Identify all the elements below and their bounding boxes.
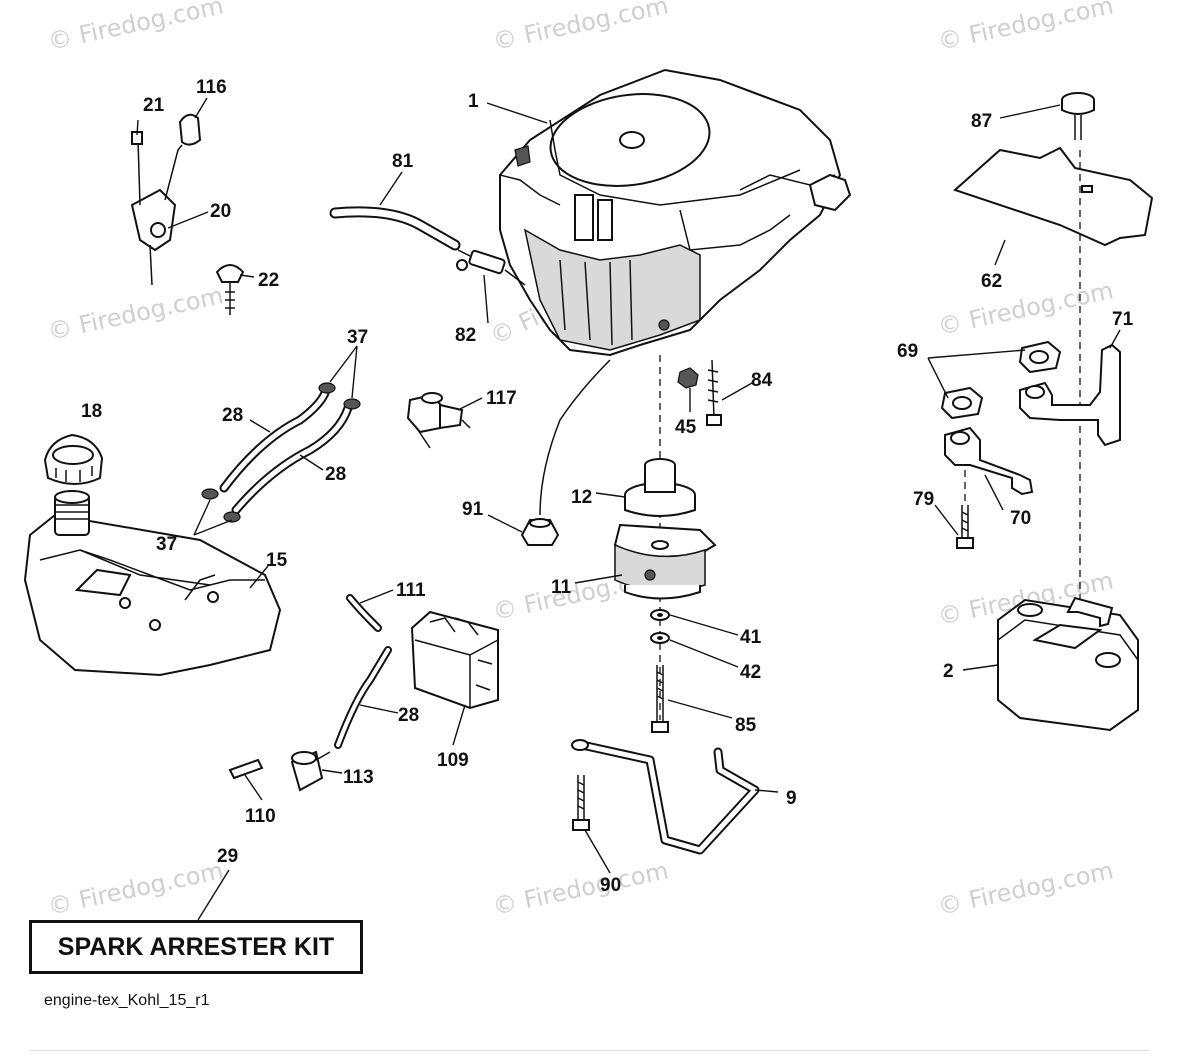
watermark: © Firedog.com — [490, 0, 670, 56]
callout-21: 21 — [143, 95, 165, 116]
callout-84: 84 — [751, 370, 773, 391]
callout-62: 62 — [981, 271, 1002, 292]
watermark: © Firedog.com — [45, 281, 225, 346]
callout-2: 2 — [943, 661, 954, 682]
callout-79: 79 — [913, 489, 934, 510]
bolt-90 — [572, 775, 590, 831]
callout-117: 117 — [486, 388, 517, 409]
callout-82: 82 — [455, 325, 476, 346]
watermark: © Firedog.com — [935, 276, 1115, 341]
callout-22: 22 — [258, 270, 279, 291]
spark-arrester-kit-box: SPARK ARRESTER KIT — [29, 920, 363, 974]
fuel-hoses-28 — [219, 388, 353, 515]
washer-41 — [650, 609, 670, 621]
callout-41: 41 — [740, 627, 762, 648]
bracket-9 — [571, 739, 760, 855]
callout-90: 90 — [600, 875, 621, 896]
callout-28-lower: 28 — [398, 705, 419, 726]
fuel-line-81 — [329, 206, 461, 251]
callout-28-middle: 28 — [325, 464, 346, 485]
leader-lines — [136, 97, 1121, 921]
grommet-91 — [520, 518, 560, 546]
callout-113: 113 — [343, 767, 374, 788]
engine-part — [499, 68, 852, 357]
callout-11: 11 — [551, 577, 572, 598]
fuel-cap-18 — [43, 433, 104, 485]
watermark: © Firedog.com — [490, 856, 670, 921]
callout-37-lower: 37 — [156, 534, 177, 555]
callout-116: 116 — [196, 77, 227, 98]
callout-9: 9 — [786, 788, 797, 809]
exhaust-pipe-70 — [944, 426, 1034, 496]
callout-15: 15 — [266, 550, 288, 571]
callout-labels: 1 2 9 11 12 15 18 20 21 22 28 28 28 29 3… — [81, 77, 1134, 896]
drain-line — [539, 359, 611, 516]
fuel-valve-117 — [406, 392, 471, 449]
nut-45 — [677, 367, 699, 389]
callout-111: 111 — [396, 580, 426, 601]
fitting-110 — [228, 758, 264, 780]
fuel-filter-82 — [456, 249, 526, 286]
hose-111-inner — [348, 596, 380, 630]
callout-110: 110 — [245, 806, 276, 827]
callout-20: 20 — [210, 201, 231, 222]
muffler-2 — [997, 596, 1139, 732]
washer-42 — [650, 632, 670, 644]
bolt-79 — [956, 505, 974, 549]
diagram-id-label: engine-tex_Kohl_15_r1 — [44, 992, 210, 1009]
callout-87: 87 — [971, 111, 992, 132]
heat-shield-62 — [953, 146, 1154, 247]
watermark: © Firedog.com — [935, 856, 1115, 921]
callout-37-upper: 37 — [347, 327, 368, 348]
callout-18: 18 — [81, 401, 102, 422]
callout-70: 70 — [1010, 508, 1031, 529]
exhaust-pipe-71 — [1019, 343, 1121, 447]
callout-28-upper: 28 — [222, 405, 243, 426]
gaskets-69 — [940, 340, 1062, 420]
watermark: © Firedog.com — [45, 0, 225, 56]
callout-12: 12 — [571, 487, 592, 508]
hose-28-lower-inner — [336, 648, 390, 747]
bolt-84 — [706, 359, 722, 426]
canister-109 — [410, 610, 499, 710]
callout-69: 69 — [897, 341, 918, 362]
watermark: © Firedog.com — [935, 0, 1115, 56]
hose-clamps-37 — [201, 382, 361, 523]
bolt-85 — [651, 665, 669, 733]
callout-1: 1 — [468, 91, 479, 112]
callout-81: 81 — [392, 151, 414, 172]
callout-45: 45 — [675, 417, 697, 438]
cap-87 — [1061, 92, 1095, 140]
callout-29: 29 — [217, 846, 238, 867]
fitting-113 — [290, 750, 331, 792]
throttle-control-assembly — [130, 113, 245, 315]
pulley-12 — [624, 458, 696, 517]
callout-71: 71 — [1112, 309, 1134, 330]
clutch-11 — [613, 523, 717, 600]
fuel-tank-15 — [23, 490, 282, 677]
callout-91: 91 — [462, 499, 484, 520]
bottom-divider — [30, 1050, 1150, 1051]
watermark: © Firedog.com — [45, 856, 225, 921]
callout-42: 42 — [740, 662, 761, 683]
callout-109: 109 — [437, 750, 469, 771]
callout-85: 85 — [735, 715, 757, 736]
